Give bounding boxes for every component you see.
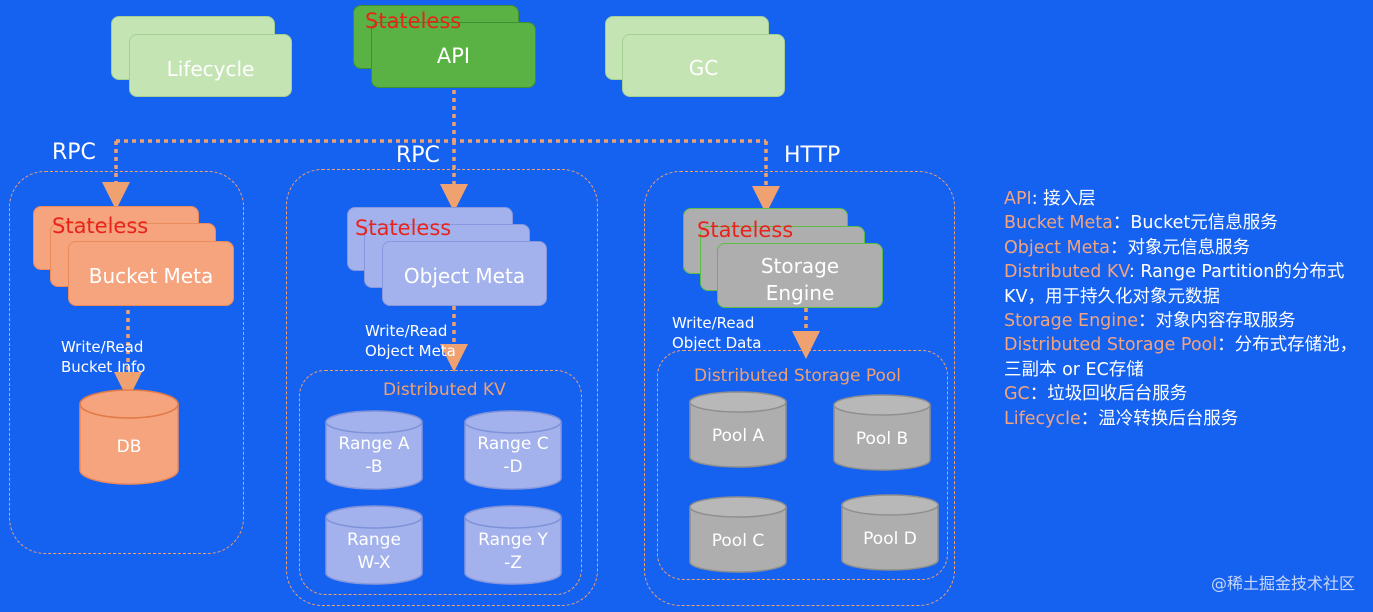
storage-arrow-label-line2: Object Data [672, 334, 762, 352]
storage-engine-line2: Engine [765, 281, 835, 305]
range-a-b-label: Range A -B [326, 433, 422, 479]
legend-item-storage-pool-cont: 三副本 or EC存储 [1004, 359, 1144, 380]
storage-engine-label: Storage Engine [718, 253, 882, 307]
storage-engine-card: Storage Engine [717, 243, 883, 308]
pool-b-label: Pool B [855, 429, 909, 449]
range-y-z-line2: -Z [504, 553, 522, 573]
left-protocol-label: RPC [52, 140, 96, 165]
object-meta-group [286, 169, 598, 606]
distributed-kv-title: Distributed KV [383, 380, 506, 400]
object-arrow-label-line2: Object Meta [365, 342, 456, 360]
db-label: DB [116, 437, 142, 457]
legend-item-gc: GC：垃圾回收后台服务 [1004, 384, 1188, 405]
lifecycle-label: Lifecycle [166, 57, 255, 81]
range-w-x-cylinder [325, 505, 423, 585]
legend-item-api: API: 接入层 [1004, 189, 1096, 209]
db-cylinder [79, 389, 179, 485]
bucket-meta-card: Bucket Meta [68, 241, 234, 306]
bucket-stateless-label: Stateless [52, 214, 149, 238]
object-arrow-label: Write/Read Object Meta [365, 321, 456, 361]
legend-item-lifecycle: Lifecycle：温冷转换后台服务 [1004, 408, 1239, 429]
range-a-b-cylinder [325, 410, 423, 490]
bucket-arrow-label-line1: Write/Read [61, 338, 144, 356]
storage-arrow-label: Write/Read Object Data [672, 313, 761, 353]
range-a-b-line2: -B [365, 457, 383, 477]
range-w-x-label: Range W-X [326, 529, 422, 575]
range-a-b-line1: Range A [338, 434, 410, 454]
object-meta-card: Object Meta [382, 241, 547, 306]
api-card: API [371, 22, 536, 88]
object-arrow-label-line1: Write/Read [365, 322, 448, 340]
legend-item-storage-pool: Distributed Storage Pool：分布式存储池， [1004, 335, 1358, 356]
legend-item-object-meta: Object Meta：对象元信息服务 [1004, 237, 1251, 258]
pool-d-label: Pool D [863, 529, 917, 549]
range-c-d-label: Range C -D [465, 433, 561, 479]
lifecycle-card: Lifecycle [129, 34, 292, 97]
legend-item-distributed-kv-cont: KV，用于持久化对象元数据 [1004, 286, 1220, 307]
legend: API: 接入层 Bucket Meta：Bucket元信息服务 Object … [1004, 187, 1357, 431]
pool-a-cylinder [689, 391, 787, 468]
range-w-x-line2: W-X [357, 553, 391, 573]
distributed-storage-pool-group [657, 350, 948, 580]
bucket-meta-label: Bucket Meta [88, 264, 214, 288]
gc-card: GC [622, 34, 785, 97]
range-c-d-line2: -D [503, 457, 523, 477]
storage-engine-group [644, 171, 955, 606]
watermark: @稀土掘金技术社区 [1210, 574, 1355, 593]
range-w-x-line1: Range [347, 530, 401, 550]
range-c-d-cylinder [464, 410, 562, 490]
bucket-meta-group [9, 171, 244, 554]
distributed-storage-pool-title: Distributed Storage Pool [694, 366, 902, 386]
pool-d-cylinder [841, 494, 939, 571]
api-label: API [436, 44, 471, 68]
gc-label: GC [688, 56, 719, 80]
bucket-arrow-label: Write/Read Bucket Info [61, 337, 145, 377]
object-meta-label: Object Meta [403, 264, 526, 288]
object-stateless-label: Stateless [355, 216, 452, 240]
legend-item-bucket-meta: Bucket Meta：Bucket元信息服务 [1004, 213, 1278, 234]
api-stateless-label: Stateless [365, 9, 462, 33]
pool-b-cylinder [833, 394, 931, 471]
pool-c-cylinder [689, 496, 787, 573]
range-y-z-line1: Range Y [478, 530, 548, 550]
pool-c-label: Pool C [711, 531, 765, 551]
pool-a-label: Pool A [711, 426, 765, 446]
storage-arrow-label-line1: Write/Read [672, 314, 755, 332]
storage-stateless-label: Stateless [697, 218, 794, 242]
mid-protocol-label: RPC [396, 143, 440, 168]
distributed-kv-group [299, 370, 582, 595]
range-c-d-line1: Range C [477, 434, 549, 454]
bucket-arrow-label-line2: Bucket Info [61, 358, 146, 376]
range-y-z-label: Range Y -Z [465, 529, 561, 575]
legend-item-storage-engine: Storage Engine：对象内容存取服务 [1004, 311, 1296, 332]
right-protocol-label: HTTP [784, 143, 841, 168]
storage-engine-line1: Storage [760, 254, 840, 278]
legend-item-distributed-kv: Distributed KV: Range Partition的分布式 [1004, 262, 1345, 283]
range-y-z-cylinder [464, 505, 562, 585]
